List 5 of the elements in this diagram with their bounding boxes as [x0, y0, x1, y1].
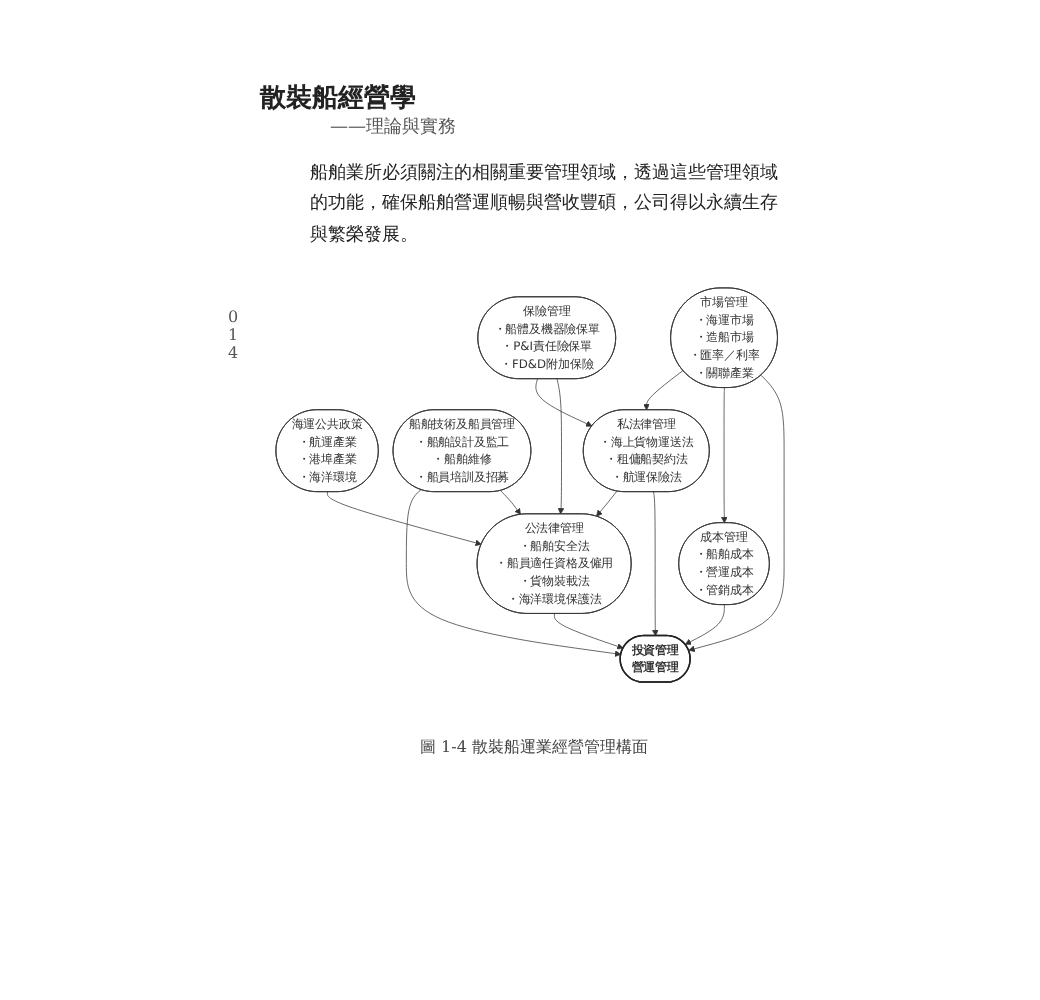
- paragraph: 船舶業所必須關注的相關重要管理領域，透過這些管理領域的功能，確保船舶營運順暢與營收豐碩，公司得以永續生存與繁榮發展。: [310, 161, 780, 250]
- page-number: 014: [228, 310, 241, 363]
- subtitle: ——理論與實務: [330, 115, 456, 140]
- book-title: 散裝船經營學: [260, 82, 416, 116]
- figure-caption: 圖 1-4 散裝船運業經營管理構面: [420, 736, 648, 758]
